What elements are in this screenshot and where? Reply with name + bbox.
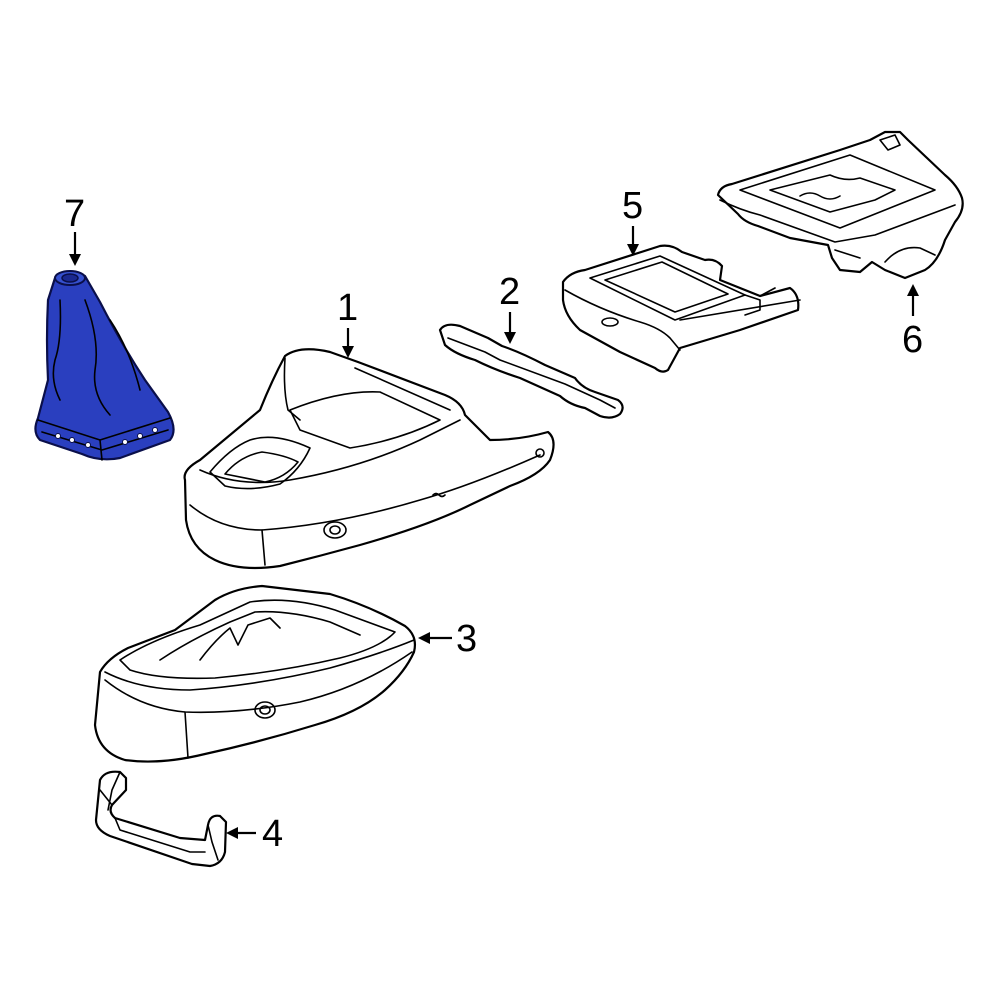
part-4-strap[interactable] <box>94 770 228 868</box>
callout-labels: 7 1 2 5 6 3 4 <box>64 185 923 855</box>
part-5-pocket[interactable] <box>561 244 801 373</box>
arrowhead-2 <box>504 332 516 344</box>
callout-1[interactable]: 1 <box>337 287 358 329</box>
callout-3[interactable]: 3 <box>456 618 477 660</box>
part-7-shift-boot[interactable] <box>34 270 175 461</box>
arrowhead-7 <box>69 254 81 266</box>
callout-6[interactable]: 6 <box>902 319 923 361</box>
arrowhead-3 <box>418 632 430 644</box>
callout-7[interactable]: 7 <box>64 193 85 235</box>
shift-boot-body <box>34 270 175 461</box>
part-1-console[interactable] <box>183 348 555 570</box>
part-3-lower-tray[interactable] <box>93 584 417 763</box>
callout-5[interactable]: 5 <box>622 185 643 227</box>
part-6-shift-plate[interactable] <box>716 130 964 280</box>
arrowhead-6 <box>907 284 919 296</box>
callout-arrows <box>69 226 919 839</box>
callout-2[interactable]: 2 <box>499 271 520 313</box>
part-2-bracket[interactable] <box>438 323 624 419</box>
arrowhead-4 <box>226 827 238 839</box>
arrowhead-1 <box>342 346 354 358</box>
callout-4[interactable]: 4 <box>262 813 283 855</box>
arrowhead-5 <box>627 244 639 256</box>
